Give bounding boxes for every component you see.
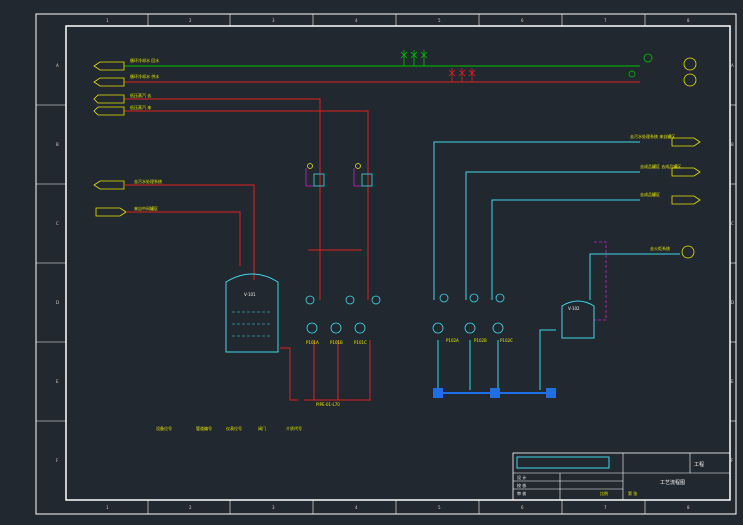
stream-label-from-tankfarm: 来自中间罐区 bbox=[134, 205, 158, 211]
legend-item-4: 阀门 bbox=[258, 425, 266, 431]
title-block-sheet: 第 张 bbox=[628, 490, 637, 496]
legend-item-3: 仪表位号 bbox=[226, 425, 242, 431]
right-top-instruments bbox=[628, 53, 697, 259]
pump-label-p102a: P102A bbox=[446, 338, 459, 343]
title-block-drawing-title: 工艺流程图 bbox=[660, 479, 685, 486]
grid-bottom-4: 4 bbox=[355, 505, 358, 510]
pump-label-p101a: P101A bbox=[306, 340, 319, 345]
grid-bottom-6: 6 bbox=[521, 505, 524, 510]
control-valves-left bbox=[305, 163, 373, 187]
title-block-scale: 比例 bbox=[600, 490, 608, 496]
grid-left-b: B bbox=[56, 142, 59, 147]
stream-label-steam-in: 低压蒸汽 来 bbox=[130, 104, 151, 110]
right-process-lines bbox=[433, 141, 680, 394]
grid-top-6: 6 bbox=[521, 18, 524, 23]
tank-v102-tag: V-102 bbox=[568, 306, 580, 311]
grid-left-e: E bbox=[56, 379, 59, 384]
pump-labels-left: P101A P101B P101C PIPE-01-L70 bbox=[306, 340, 367, 407]
grid-labels: 1 2 3 4 5 6 7 8 1 2 3 4 5 6 7 8 A B C D … bbox=[56, 18, 734, 510]
grid-right-e: E bbox=[731, 379, 734, 384]
right-stream-arrows bbox=[671, 137, 701, 205]
grid-bottom-3: 3 bbox=[272, 505, 275, 510]
right-blocks bbox=[433, 388, 556, 398]
left-stream-labels: 循环冷却水 回水 循环冷却水 供水 低压蒸汽 去 低压蒸汽 来 去污水处理系统 … bbox=[130, 57, 162, 211]
grid-bottom-1: 1 bbox=[106, 505, 109, 510]
stream-label-wastewater: 去污水处理系统 bbox=[134, 178, 162, 184]
grid-bottom-2: 2 bbox=[189, 505, 192, 510]
grid-right-b: B bbox=[731, 142, 734, 147]
grid-right-f: F bbox=[731, 458, 734, 463]
stream-label-r2: 去成品罐区 去成品罐区 bbox=[640, 163, 681, 169]
grid-bottom-8: 8 bbox=[687, 505, 690, 510]
grid-top-7: 7 bbox=[604, 18, 607, 23]
grid-left-a: A bbox=[56, 63, 59, 68]
steam-line-2 bbox=[124, 110, 369, 150]
stream-label-cw-return: 循环冷却水 回水 bbox=[130, 57, 159, 63]
tank-v101-tag: V-101 bbox=[244, 292, 256, 297]
grid-right-d: D bbox=[731, 300, 734, 305]
title-block-row-2: 校 核 bbox=[517, 482, 526, 488]
left-stream-arrows bbox=[93, 61, 127, 217]
grid-top-1: 1 bbox=[106, 18, 109, 23]
pipe-note: PIPE-01-L70 bbox=[316, 402, 340, 407]
legend-item-2: 管道编号 bbox=[196, 425, 212, 431]
red-branch-valves bbox=[448, 68, 476, 82]
title-block: 工程 工艺流程图 设 计 校 核 审 核 比例 第 张 bbox=[512, 452, 731, 501]
title-block-row-1: 设 计 bbox=[517, 474, 526, 480]
pump-labels-right: P102A P102B P102C bbox=[446, 338, 513, 343]
stream-label-cw-supply: 循环冷却水 供水 bbox=[130, 73, 159, 79]
utility-lines bbox=[124, 65, 640, 150]
legend-item-1: 设备位号 bbox=[156, 425, 172, 431]
grid-top-3: 3 bbox=[272, 18, 275, 23]
legend: 设备位号 管道编号 仪表位号 阀门 介质代号 bbox=[156, 425, 302, 431]
tank-v101: V-101 bbox=[225, 273, 279, 353]
pump-label-p101c: P101C bbox=[354, 340, 367, 345]
tank-v102: V-102 bbox=[561, 241, 607, 339]
legend-item-5: 介质代号 bbox=[286, 425, 302, 431]
pump-label-p102b: P102B bbox=[474, 338, 487, 343]
grid-top-5: 5 bbox=[438, 18, 441, 23]
grid-right-c: C bbox=[731, 221, 734, 226]
steam-line-1 bbox=[124, 98, 321, 150]
title-block-company: 工程 bbox=[694, 461, 704, 468]
grid-ticks bbox=[36, 14, 736, 514]
left-process-lines bbox=[124, 150, 371, 401]
grid-left-c: C bbox=[56, 221, 59, 226]
grid-top-4: 4 bbox=[355, 18, 358, 23]
stream-label-r1: 去污水处理系统 来自罐区 bbox=[630, 133, 675, 139]
stream-label-steam-out: 低压蒸汽 去 bbox=[130, 92, 151, 98]
grid-right-a: A bbox=[731, 63, 734, 68]
right-stream-labels: 去污水处理系统 来自罐区 去成品罐区 去成品罐区 去成品罐区 去火炬系统 bbox=[630, 133, 681, 251]
pump-label-p101b: P101B bbox=[330, 340, 343, 345]
grid-top-8: 8 bbox=[687, 18, 690, 23]
pumps-left bbox=[305, 295, 381, 334]
stream-label-r3: 去成品罐区 bbox=[640, 191, 660, 197]
company-logo-bar bbox=[516, 456, 610, 469]
title-block-row-3: 审 核 bbox=[517, 490, 526, 496]
grid-bottom-7: 7 bbox=[604, 505, 607, 510]
grid-top-2: 2 bbox=[189, 18, 192, 23]
outer-frame bbox=[35, 13, 737, 515]
green-branch-valves bbox=[400, 50, 428, 66]
stream-label-r4: 去火炬系统 bbox=[650, 245, 670, 251]
grid-bottom-5: 5 bbox=[438, 505, 441, 510]
pumps-right bbox=[432, 293, 505, 334]
grid-left-d: D bbox=[56, 300, 59, 305]
grid-left-f: F bbox=[56, 458, 59, 463]
pump-label-p102c: P102C bbox=[500, 338, 513, 343]
